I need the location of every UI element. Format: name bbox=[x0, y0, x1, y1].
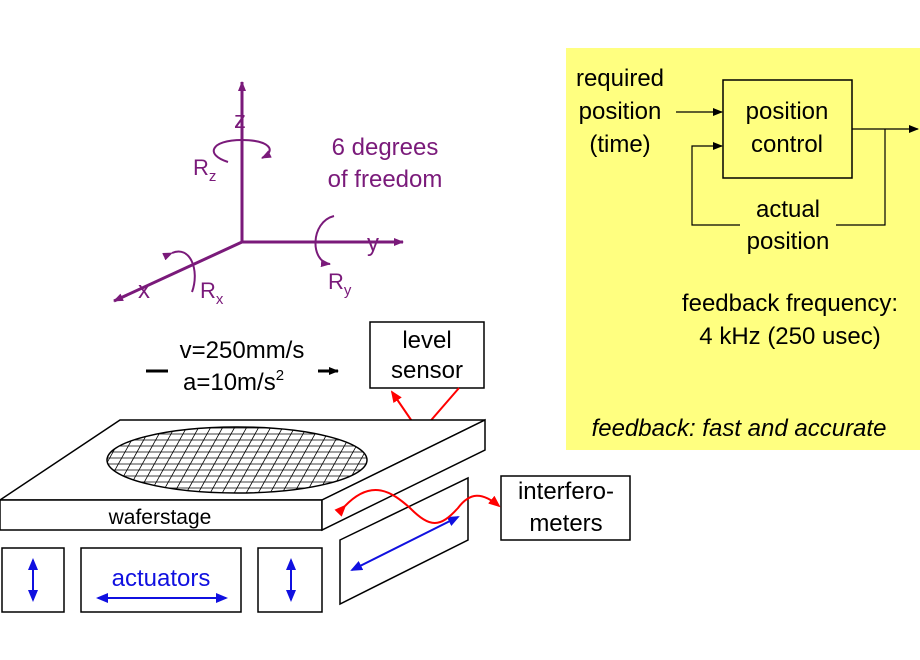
wafer-grid-column bbox=[207, 427, 249, 493]
rx-rotation-arc bbox=[162, 250, 196, 293]
wafer-grid-column bbox=[267, 427, 309, 493]
waferstage-label: waferstage bbox=[108, 506, 212, 529]
level-sensor: level sensor bbox=[369, 321, 485, 435]
acceleration-text: a=10m/s2 bbox=[183, 367, 284, 396]
wafer-grid-column bbox=[291, 427, 333, 493]
interferometer-beam bbox=[334, 489, 501, 524]
wafer-grid-column bbox=[255, 427, 297, 493]
actual-position-mask bbox=[740, 192, 836, 254]
wafer-grid-column bbox=[219, 427, 261, 493]
feedback-loop bbox=[691, 129, 886, 226]
position-control-box bbox=[722, 79, 853, 179]
rz-rotation-arc bbox=[212, 138, 272, 163]
level-sensor-box bbox=[369, 321, 485, 389]
actual-line1: actual bbox=[756, 196, 820, 223]
ry-label: Ry bbox=[328, 269, 352, 299]
frequency-line1: feedback frequency: bbox=[682, 290, 898, 317]
wafer-grid-column bbox=[171, 427, 213, 493]
required-line1: required bbox=[576, 65, 664, 92]
wafer-grid-column bbox=[231, 427, 273, 493]
actuators: actuators bbox=[1, 476, 469, 613]
x-axis-label: x bbox=[138, 277, 150, 304]
y-axis-label: y bbox=[367, 230, 379, 257]
feedback-note: feedback: fast and accurate bbox=[592, 415, 887, 442]
position-control-line2: control bbox=[751, 131, 823, 158]
ry-rotation-arc bbox=[314, 215, 335, 268]
required-line2: position bbox=[579, 98, 662, 125]
motion-group: v=250mm/s a=10m/s2 bbox=[146, 337, 339, 396]
required-line3: (time) bbox=[589, 131, 650, 158]
level-sensor-line2: sensor bbox=[391, 357, 463, 384]
wafer-grid-column bbox=[243, 427, 285, 493]
interferometers: interfero- meters bbox=[334, 475, 631, 541]
waferstage: waferstage bbox=[0, 418, 486, 532]
position-control-line1: position bbox=[746, 98, 829, 125]
interferometers-box bbox=[500, 475, 631, 541]
dof-line2: of freedom bbox=[328, 166, 443, 193]
velocity-text: v=250mm/s bbox=[180, 337, 305, 364]
actuators-label: actuators bbox=[112, 565, 211, 592]
rx-label: Rx bbox=[200, 278, 224, 308]
x-axis-line bbox=[113, 240, 243, 303]
wafer-grid-column bbox=[183, 427, 225, 493]
actual-line2: position bbox=[747, 228, 830, 255]
waferstage-front bbox=[0, 499, 323, 531]
feedback-panel: required position (time) position contro… bbox=[566, 48, 920, 450]
dof-line1: 6 degrees bbox=[332, 134, 439, 161]
interferometers-line1: interfero- bbox=[518, 478, 614, 505]
wafer-grid-column bbox=[195, 427, 237, 493]
actuator-side-arrow bbox=[350, 516, 460, 571]
level-sensor-line1: level bbox=[402, 327, 451, 354]
frequency-line2: 4 kHz (250 usec) bbox=[699, 323, 880, 350]
rz-label: Rz bbox=[193, 155, 216, 185]
wafer bbox=[106, 426, 368, 494]
wafer-grid-column bbox=[279, 427, 321, 493]
interferometers-line2: meters bbox=[529, 510, 602, 537]
z-axis-label: z bbox=[234, 107, 246, 134]
wafer-grid-column bbox=[159, 427, 201, 493]
wafer-grid-column bbox=[147, 427, 189, 493]
axes-group: z y x Rz Rx Ry 6 degrees of freedom bbox=[113, 81, 443, 308]
